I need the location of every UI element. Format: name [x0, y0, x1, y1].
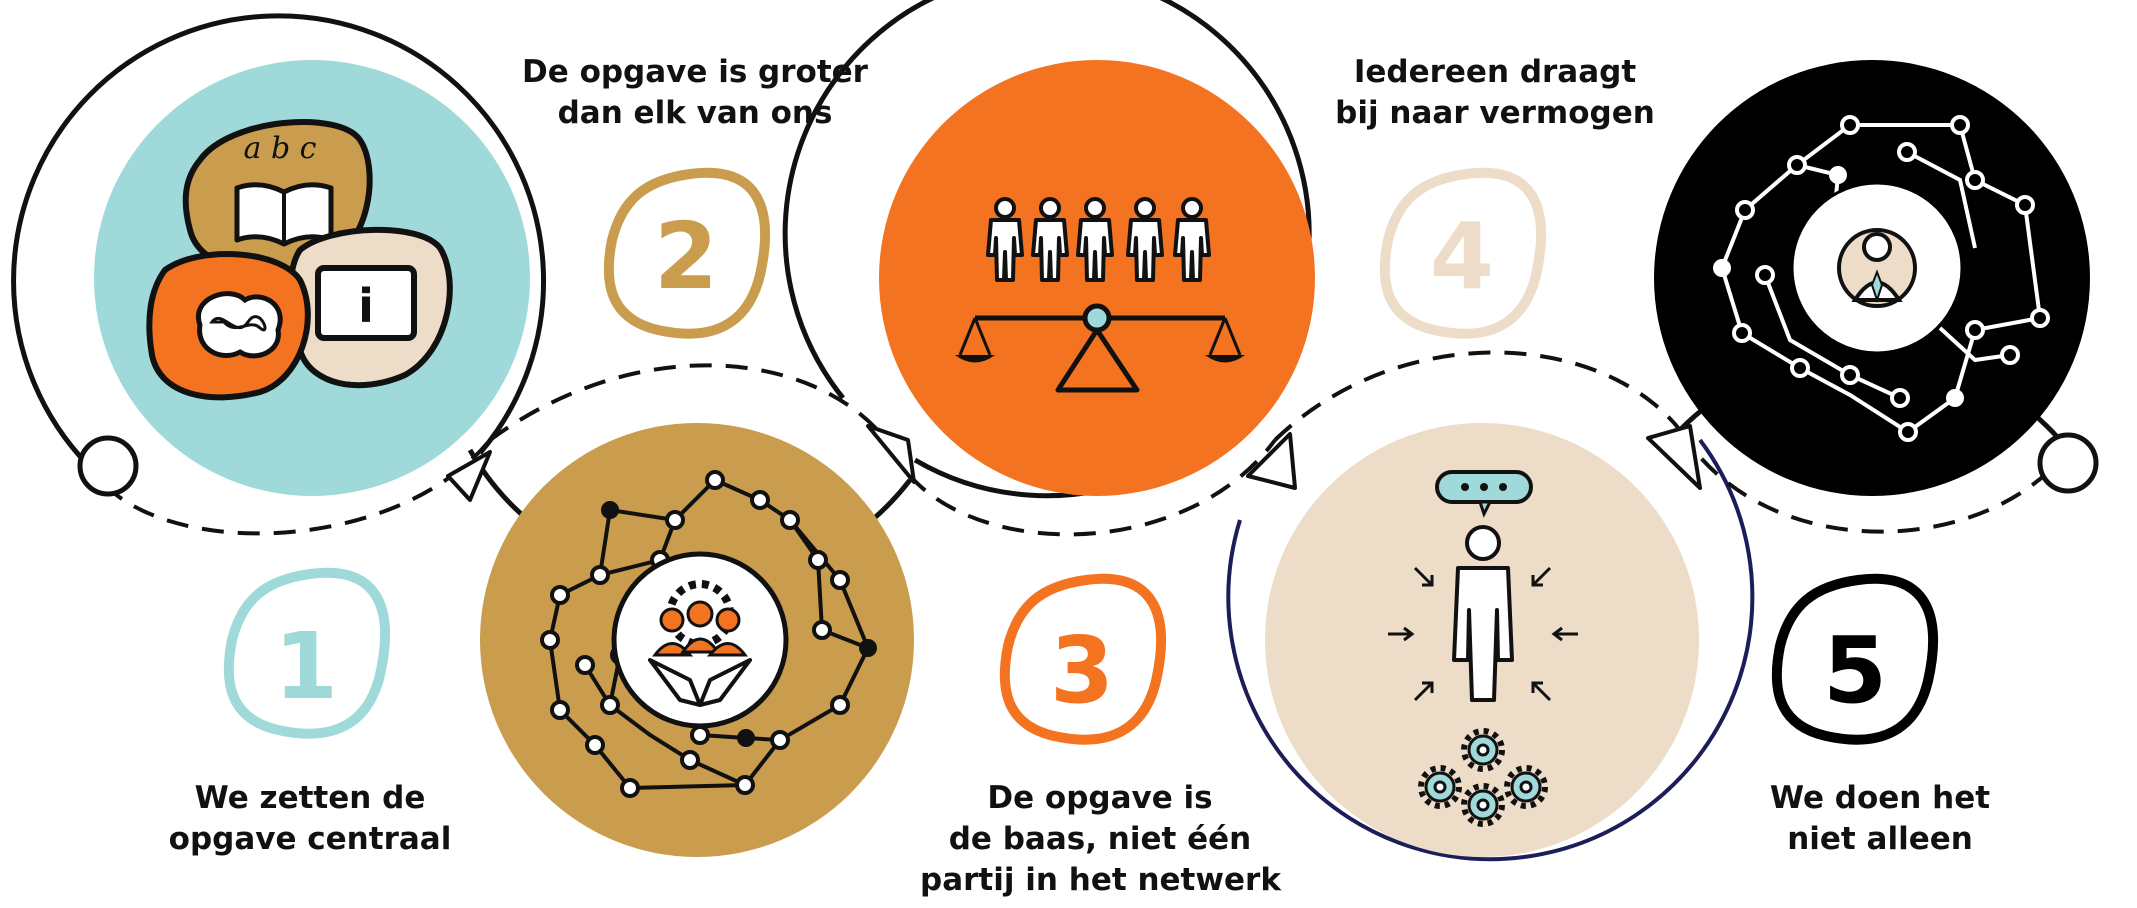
badge-5-outline: [1771, 573, 1939, 745]
arrowhead-2: [866, 424, 916, 484]
step-2-caption-line-1: De opgave is groter: [522, 54, 868, 90]
step-4-caption: Iedereen draagt bij naar vermogen: [1335, 52, 1655, 134]
step-1-caption-line-2: opgave centraal: [168, 821, 452, 857]
step-5-number: 5: [1823, 617, 1887, 724]
step-5-icon-circle: [1654, 60, 2090, 496]
arrowhead-1: [446, 450, 492, 502]
arrowhead-3: [1246, 432, 1297, 490]
dashed-connectors: [103, 350, 2062, 537]
step-4-number: 4: [1430, 203, 1494, 310]
step-1-number: 1: [274, 613, 338, 720]
step-5-caption-line-1: We doen het: [1769, 780, 1991, 816]
info-letter: i: [358, 279, 374, 333]
badge-1-outline: [223, 567, 391, 739]
step-1-caption-line-1: We zetten de: [194, 780, 426, 816]
step-2-caption-line-2: dan elk van ons: [557, 95, 833, 131]
books-brain-info-icon: a b c i: [146, 118, 453, 401]
person-with-gears-icon: [1388, 470, 1578, 824]
end-dot: [2037, 432, 2099, 494]
step-3-icon-circle: [879, 60, 1315, 496]
step-3-caption-line-2: de baas, niet één: [948, 821, 1252, 857]
badge-2-outline: [603, 167, 771, 339]
step-3-caption: De opgave is de baas, niet één partij in…: [920, 778, 1281, 901]
ring-1-outline: [11, 13, 547, 467]
book-letters: a b c: [244, 131, 317, 166]
step-1-caption: We zetten de opgave centraal: [150, 778, 470, 860]
step-1-icon-circle: a b c i: [94, 60, 530, 496]
people-on-scale-icon: [955, 197, 1245, 393]
step-4-caption-line-1: Iedereen draagt: [1353, 54, 1637, 90]
step-5-caption: We doen het niet alleen: [1750, 778, 2010, 860]
badge-3-outline: [999, 573, 1167, 745]
arrowhead-4: [1646, 424, 1702, 490]
arrowheads: [446, 424, 1702, 502]
step-4-icon-circle: [1265, 423, 1699, 857]
step-3-caption-line-1: De opgave is: [987, 780, 1213, 816]
step-5-caption-line-2: niet alleen: [1787, 821, 1973, 857]
start-dot: [77, 435, 139, 497]
ring-4-outline: [1226, 438, 1755, 862]
step-3-number: 3: [1050, 617, 1114, 724]
step-2-icon-circle: [480, 423, 914, 857]
step-2-caption: De opgave is groter dan elk van ons: [520, 52, 870, 134]
step-3-caption-line-3: partij in het netwerk: [920, 862, 1281, 898]
step-2-number: 2: [654, 203, 718, 310]
step-4-caption-line-2: bij naar vermogen: [1335, 95, 1655, 131]
badge-4-outline: [1379, 167, 1547, 339]
number-badges: 1 2 3 4 5: [223, 167, 1939, 745]
